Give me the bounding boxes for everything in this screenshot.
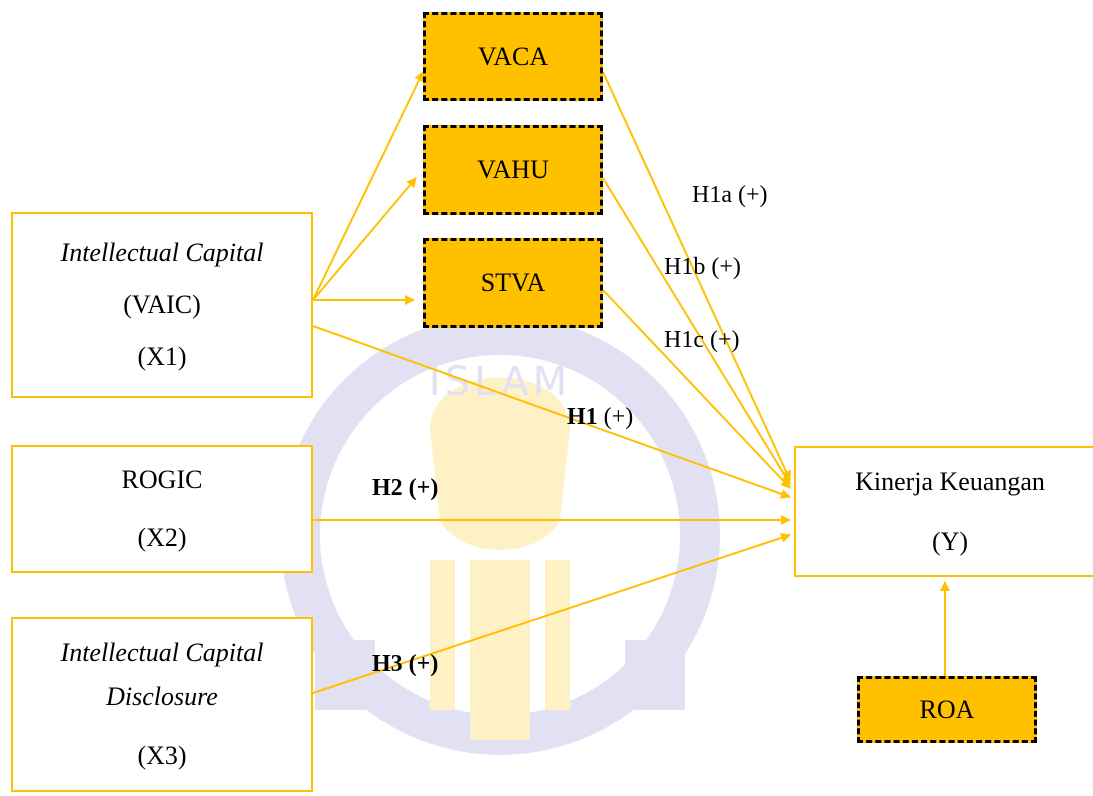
edges bbox=[312, 71, 950, 694]
node-x3-line2: Disclosure bbox=[106, 681, 218, 711]
node-y-line1: Kinerja Keuangan bbox=[855, 466, 1045, 496]
label-h1-sign: (+) bbox=[603, 404, 634, 430]
label-h3: H3 (+) bbox=[372, 652, 438, 676]
university-logo-watermark: ISLAM bbox=[280, 315, 720, 755]
svg-text:ISLAM: ISLAM bbox=[429, 359, 571, 405]
label-h2-code: H2 bbox=[372, 475, 403, 501]
node-x2-line2: (X2) bbox=[137, 523, 187, 552]
node-roa-label: ROA bbox=[919, 694, 975, 724]
node-vahu: VAHU bbox=[423, 125, 603, 215]
node-x1-line1: Intellectual Capital bbox=[60, 238, 264, 268]
label-h3-sign: (+) bbox=[408, 651, 439, 677]
node-x3-line3: (X3) bbox=[137, 741, 187, 771]
edge-vaca-y bbox=[602, 71, 791, 481]
edge-x1-vaca bbox=[312, 71, 424, 301]
edge-stva-y bbox=[602, 289, 791, 489]
label-h1: H1 (+) bbox=[567, 405, 633, 429]
node-vahu-label: VAHU bbox=[477, 155, 549, 184]
label-h1-code: H1 bbox=[567, 404, 598, 430]
edge-x1-y bbox=[312, 325, 791, 499]
node-x3: Intellectual Capital Disclosure (X3) bbox=[11, 617, 313, 792]
node-x1-line3: (X1) bbox=[137, 341, 187, 371]
node-y: Kinerja Keuangan (Y) bbox=[794, 446, 1093, 577]
node-x1-line2: (VAIC) bbox=[123, 290, 201, 320]
label-h1a: H1a (+) bbox=[692, 182, 768, 208]
node-vaca: VACA bbox=[423, 12, 603, 101]
node-x1: Intellectual Capital (VAIC) (X1) bbox=[11, 212, 313, 398]
node-stva: STVA bbox=[423, 238, 603, 328]
node-x2-line1: ROGIC bbox=[121, 465, 203, 495]
node-roa: ROA bbox=[857, 676, 1037, 743]
label-h2: H2 (+) bbox=[372, 476, 438, 500]
edge-x1-vahu bbox=[312, 177, 417, 301]
node-stva-label: STVA bbox=[480, 268, 546, 297]
edge-vahu-y bbox=[602, 177, 791, 485]
node-x2: ROGIC (X2) bbox=[11, 445, 313, 573]
edge-x3-y bbox=[312, 533, 791, 694]
label-h1b: H1b (+) bbox=[664, 254, 741, 280]
node-vaca-label: VACA bbox=[477, 41, 549, 71]
label-h2-sign: (+) bbox=[408, 475, 439, 501]
node-x3-line1: Intellectual Capital bbox=[60, 637, 264, 667]
node-y-line2: (Y) bbox=[931, 526, 969, 556]
label-h1c: H1c (+) bbox=[664, 327, 740, 353]
label-h3-code: H3 bbox=[372, 651, 403, 677]
